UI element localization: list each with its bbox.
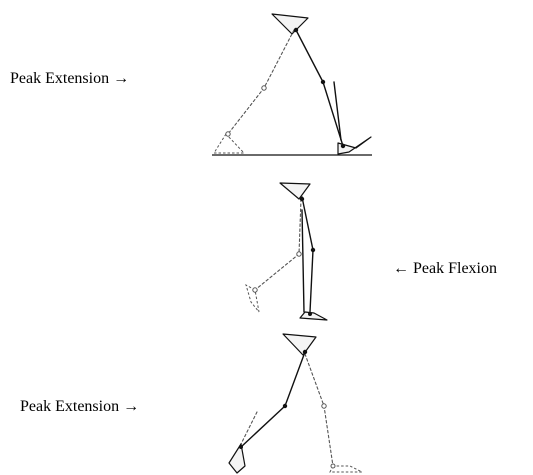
ankle-joint-dashed-top (225, 131, 231, 137)
stance-leg-bottom (240, 351, 306, 448)
pelvis-middle (279, 182, 311, 200)
hip-joint-top (293, 27, 299, 33)
figure-peak-flexion-middle (245, 182, 328, 321)
knee-joint-solid-bottom (282, 403, 288, 409)
knee-joint-dashed-middle (296, 251, 302, 257)
swing-leg-bottom (304, 353, 334, 467)
ankle-joint-solid-middle (308, 312, 312, 316)
hip-joint-bottom (302, 349, 308, 355)
knee-joint-dashed-bottom (321, 403, 327, 409)
knee-joint-dashed-top (261, 85, 267, 91)
swing-foot-middle (245, 283, 260, 313)
peak-extension-label-bottom: Peak Extension → (20, 398, 140, 415)
hip-joint-middle (299, 196, 305, 202)
peak-extension-label-top: Peak Extension → (10, 70, 130, 87)
swing-foot-top (213, 133, 246, 154)
ankle-joint-solid-bottom (239, 445, 243, 449)
stance-foot-top (337, 136, 372, 155)
trunk-marker-middle (301, 209, 305, 313)
stance-foot-middle (299, 311, 328, 321)
pelvis-top (271, 13, 309, 35)
figure-peak-extension-top (212, 13, 372, 156)
stance-leg-top (295, 29, 344, 147)
ankle-joint-dashed-middle (252, 287, 258, 293)
peak-flexion-label: ← Peak Flexion (393, 260, 497, 277)
pelvis-bottom (282, 333, 317, 356)
swing-leg-middle (254, 198, 302, 291)
ankle-joint-dashed-bottom (330, 463, 336, 469)
trunk-marker-top (333, 81, 342, 141)
knee-joint-solid-top (320, 79, 326, 85)
stance-foot-bottom (228, 443, 246, 474)
ankle-joint-solid-top (340, 143, 346, 149)
knee-joint-solid-middle (310, 247, 316, 253)
figure-peak-extension-bottom (228, 333, 363, 474)
swing-leg-top (227, 29, 295, 135)
trunk-marker-bottom (239, 411, 258, 447)
